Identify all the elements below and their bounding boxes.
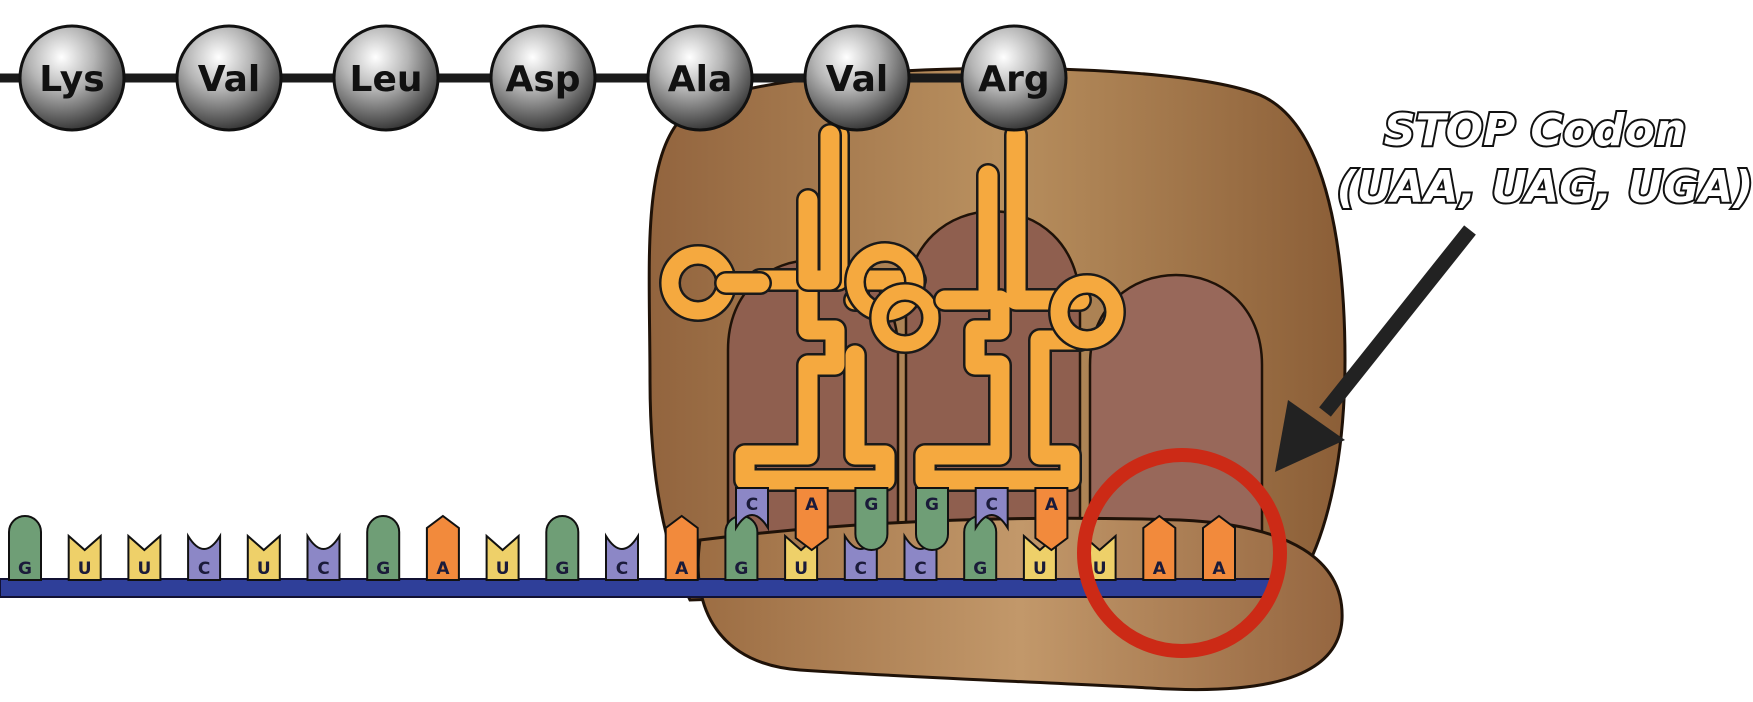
anticodon-base-A: A	[1034, 487, 1069, 552]
svg-text:A: A	[675, 559, 689, 579]
mrna-base-C: C	[187, 532, 222, 581]
svg-text:C: C	[855, 559, 867, 579]
amino-acid-leu: Leu	[332, 24, 440, 132]
amino-acid-val: Val	[803, 24, 911, 132]
svg-text:C: C	[616, 559, 628, 579]
svg-text:U: U	[78, 559, 92, 579]
svg-text:G: G	[376, 559, 390, 579]
svg-text:A: A	[1212, 559, 1226, 579]
svg-text:U: U	[794, 559, 808, 579]
svg-text:G: G	[18, 559, 32, 579]
trna-p-site	[659, 123, 941, 492]
amino-acid-val: Val	[175, 24, 283, 132]
mrna-base-G: G	[545, 515, 580, 581]
svg-text:A: A	[436, 559, 450, 579]
anticodon-base-G: G	[854, 487, 889, 551]
svg-text:G: G	[864, 495, 878, 515]
anticodon-base-G: G	[915, 487, 949, 551]
mrna-base-U: U	[485, 533, 520, 581]
mrna-base-A: A	[425, 514, 460, 581]
svg-text:G: G	[734, 559, 748, 579]
amino-acid-arg: Arg	[960, 24, 1068, 132]
anticodon-base-C: C	[735, 487, 769, 532]
svg-text:Lys: Lys	[39, 59, 104, 100]
svg-text:U: U	[1033, 559, 1047, 579]
trna-a-site	[913, 123, 1126, 492]
callout-arrow	[1275, 225, 1476, 472]
svg-text:G: G	[925, 495, 939, 515]
anticodon-base-C: C	[974, 487, 1009, 532]
svg-text:G: G	[555, 559, 569, 579]
amino-acid-asp: Asp	[489, 24, 597, 132]
svg-text:C: C	[317, 559, 329, 579]
amino-acid-ala: Ala	[646, 24, 754, 132]
svg-text:Ala: Ala	[668, 59, 733, 100]
mrna-base-C: C	[605, 532, 639, 581]
svg-text:Val: Val	[826, 59, 889, 100]
svg-text:Val: Val	[198, 59, 261, 100]
svg-text:G: G	[973, 559, 987, 579]
mrna-base-U: U	[246, 533, 281, 581]
svg-text:Leu: Leu	[350, 59, 423, 100]
svg-text:Arg: Arg	[978, 59, 1049, 100]
svg-text:A: A	[1153, 559, 1167, 579]
stop-codon-list: (UAA, UAG, UGA)	[1337, 162, 1753, 213]
svg-text:U: U	[496, 559, 510, 579]
svg-text:Asp: Asp	[505, 59, 580, 100]
mrna-base-U: U	[67, 533, 102, 581]
peptide-chain: Lys Val Leu Asp Ala Val Arg	[0, 24, 1068, 132]
svg-text:A: A	[805, 495, 819, 515]
anticodon-base-A: A	[794, 487, 829, 552]
svg-text:U: U	[1093, 559, 1107, 579]
mrna-base-A: A	[1142, 514, 1177, 581]
mrna-base-A: A	[664, 514, 699, 581]
svg-text:C: C	[746, 495, 758, 515]
svg-text:A: A	[1045, 495, 1059, 515]
mrna-base-G: G	[963, 515, 998, 581]
mrna-base-G: G	[366, 515, 401, 581]
stop-codon-title: STOP Codon	[1384, 105, 1686, 156]
amino-acid-lys: Lys	[18, 24, 126, 132]
svg-text:C: C	[198, 559, 210, 579]
svg-text:U: U	[257, 559, 271, 579]
svg-text:C: C	[985, 495, 997, 515]
mrna-base-C: C	[306, 532, 341, 581]
mrna-base-U: U	[127, 533, 162, 581]
mrna-base-G: G	[8, 515, 42, 581]
svg-text:C: C	[914, 559, 926, 579]
svg-text:U: U	[137, 559, 151, 579]
mrna-base-A: A	[1202, 514, 1236, 581]
stop-codon-highlight-circle	[1077, 448, 1287, 658]
mrna-base-G: G	[724, 515, 759, 581]
